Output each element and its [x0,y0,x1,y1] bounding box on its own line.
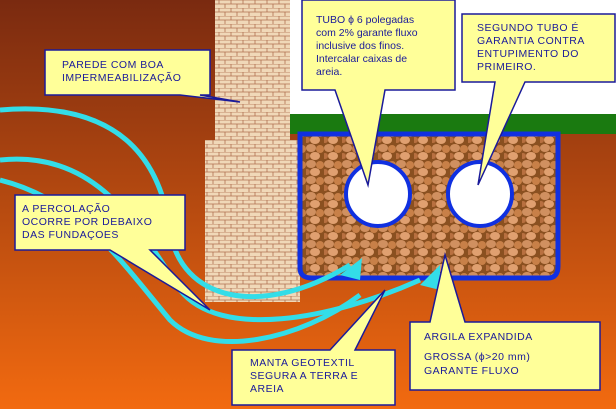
flow-arrow-icon [420,265,440,290]
callout-line: A PERCOLAÇÃO [22,203,111,215]
callout-line: AREIA [250,383,285,395]
callout-line: SEGUNDO TUBO É [477,22,579,34]
callout-percolation: A PERCOLAÇÃO OCORRE POR DEBAIXO DAS FUND… [22,203,152,242]
callout-clay: ARGILA EXPANDIDA GROSSA (ϕ>20 mm) GARANT… [424,330,533,378]
callout-geotextile: MANTA GEOTEXTIL SEGURA A TERRA E AREIA [250,357,358,396]
wall-upper [215,0,290,142]
callout-line: ARGILA EXPANDIDA [424,331,533,343]
callout-line: Intercalar caixas de [316,53,408,65]
callout-line: inclusive dos finos. [316,40,405,52]
callout-line: TUBO ϕ 6 polegadas [316,14,415,26]
callout-line: areia. [316,66,343,78]
callout-line: ENTUPIMENTO DO [477,48,579,60]
callout-line: MANTA GEOTEXTIL [250,357,355,369]
callout-line: GARANTIA CONTRA [477,35,585,47]
pipe-2 [446,160,514,228]
callout-line: IMPERMEABILIZAÇÃO [62,72,182,84]
wall-foundation [205,140,300,302]
callout-wall: PAREDE COM BOA IMPERMEABILIZAÇÃO [62,59,181,85]
callout-line: OCORRE POR DEBAIXO [22,216,153,228]
gravel-trench [297,131,561,281]
callout-line: SEGURA A TERRA E [250,370,359,382]
callout-line: PRIMEIRO. [477,61,537,73]
callout-line: PAREDE COM BOA [62,59,164,71]
callout-second-pipe: SEGUNDO TUBO É GARANTIA CONTRA ENTUPIMEN… [477,22,585,74]
pipe-1 [344,160,412,228]
grass-strip [290,114,616,134]
callout-pipe: TUBO ϕ 6 polegadas com 2% garante fluxo … [316,14,418,79]
callout-line: DAS FUNDAÇOES [22,229,119,241]
callout-line: com 2% garante fluxo [316,27,418,39]
callout-line: GARANTE FLUXO [424,365,520,377]
callout-shapes [14,0,616,406]
callout-line: GROSSA (ϕ>20 mm) [424,351,531,363]
flow-arrow-icon [340,258,362,280]
